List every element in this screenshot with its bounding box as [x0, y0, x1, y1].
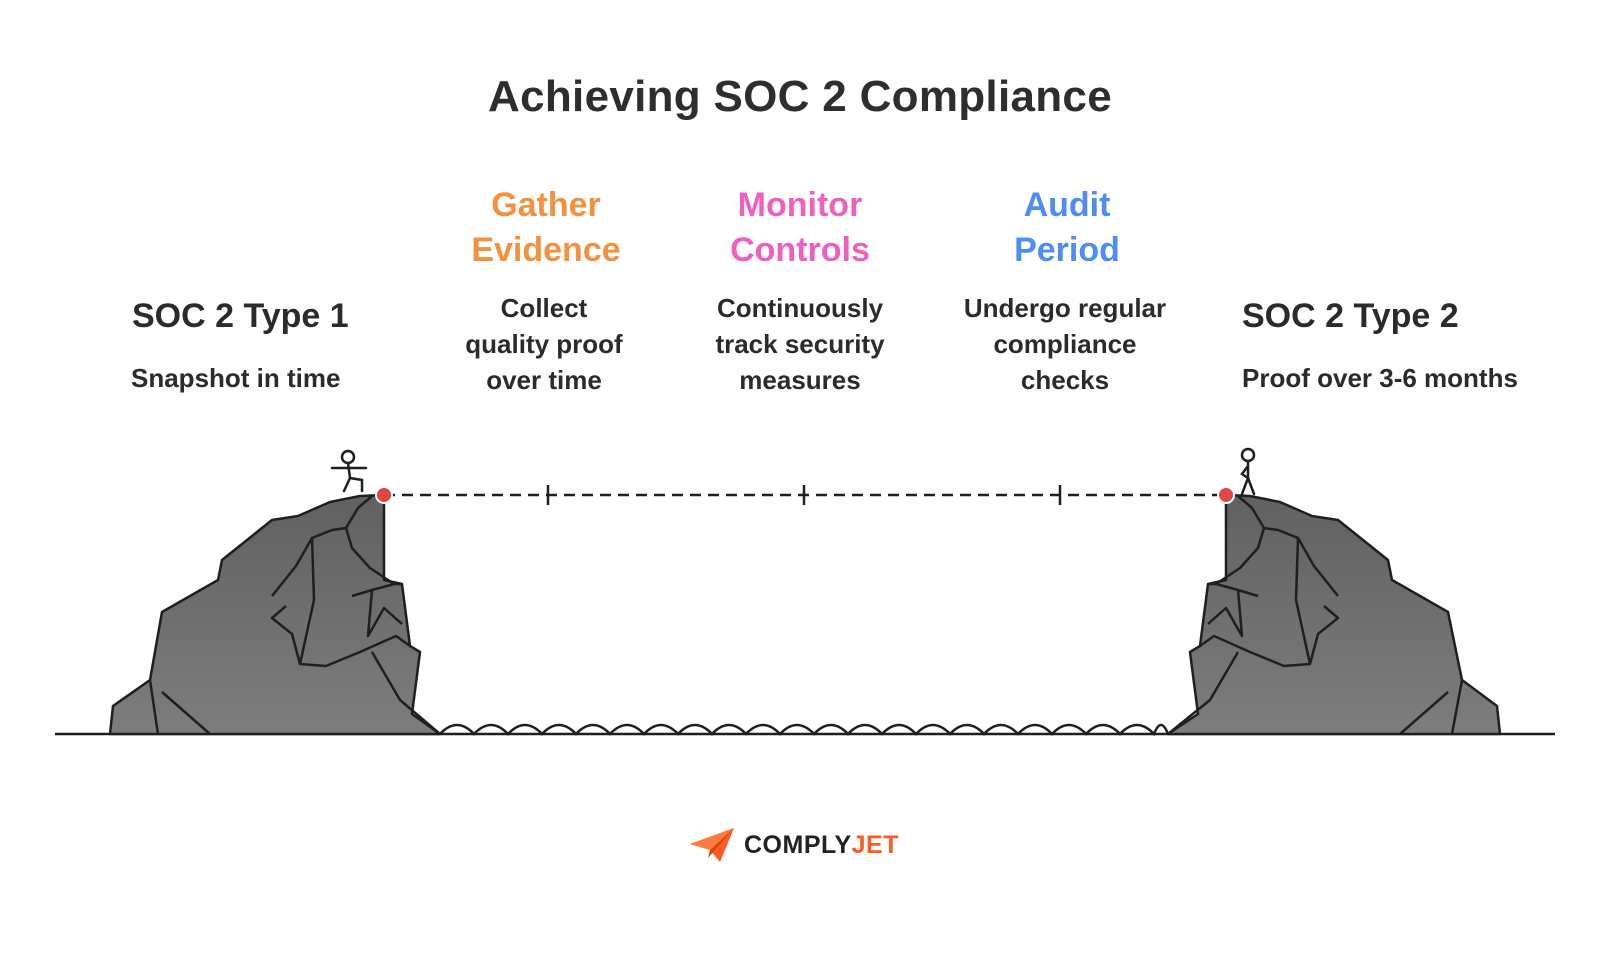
step-desc-line: checks: [1020, 365, 1110, 395]
end-point: [1217, 486, 1235, 504]
start-point: [375, 486, 393, 504]
complyjet-logo: COMPLYJET: [690, 828, 899, 862]
step-description: Continuously track security measures: [670, 290, 930, 398]
step-title: Audit Period: [937, 183, 1197, 273]
step-description: Collect quality proof over time: [414, 290, 674, 398]
start-title: SOC 2 Type 1: [132, 297, 349, 335]
paper-plane-icon: [690, 828, 734, 862]
step-title: Monitor Controls: [670, 183, 930, 273]
step-desc-line: over time: [486, 365, 602, 395]
standing-person-icon: [1240, 447, 1256, 496]
end-title: SOC 2 Type 2: [1242, 297, 1459, 335]
walking-person-icon: [330, 449, 368, 493]
step-desc-line: Collect: [500, 293, 588, 323]
end-description: Proof over 3-6 months: [1242, 363, 1518, 393]
step-title-line: Controls: [730, 231, 870, 269]
step-desc-line: Continuously: [716, 293, 884, 323]
logo-text-jet: JET: [851, 830, 900, 859]
step-title-line: Evidence: [471, 231, 621, 269]
step-desc-line: Undergo regular: [963, 293, 1167, 323]
step-desc-line: measures: [739, 365, 861, 395]
step-desc-line: quality proof: [465, 329, 623, 359]
logo-wordmark: COMPLYJET: [744, 831, 899, 860]
step-title-line: Monitor: [737, 186, 863, 224]
start-description: Snapshot in time: [131, 363, 341, 393]
step-title-line: Period: [1014, 231, 1120, 269]
step-title-line: Audit: [1023, 186, 1111, 224]
step-title: Gather Evidence: [416, 183, 676, 273]
step-desc-line: compliance: [993, 329, 1137, 359]
page-title: Achieving SOC 2 Compliance: [488, 72, 1112, 121]
right-cliff: [1166, 493, 1502, 736]
left-cliff: [108, 493, 442, 736]
step-title-line: Gather: [491, 186, 601, 224]
step-desc-line: track security: [715, 329, 885, 359]
water-waves: [439, 723, 1170, 737]
step-description: Undergo regular compliance checks: [935, 290, 1195, 398]
logo-text-comply: COMPLY: [744, 830, 852, 859]
